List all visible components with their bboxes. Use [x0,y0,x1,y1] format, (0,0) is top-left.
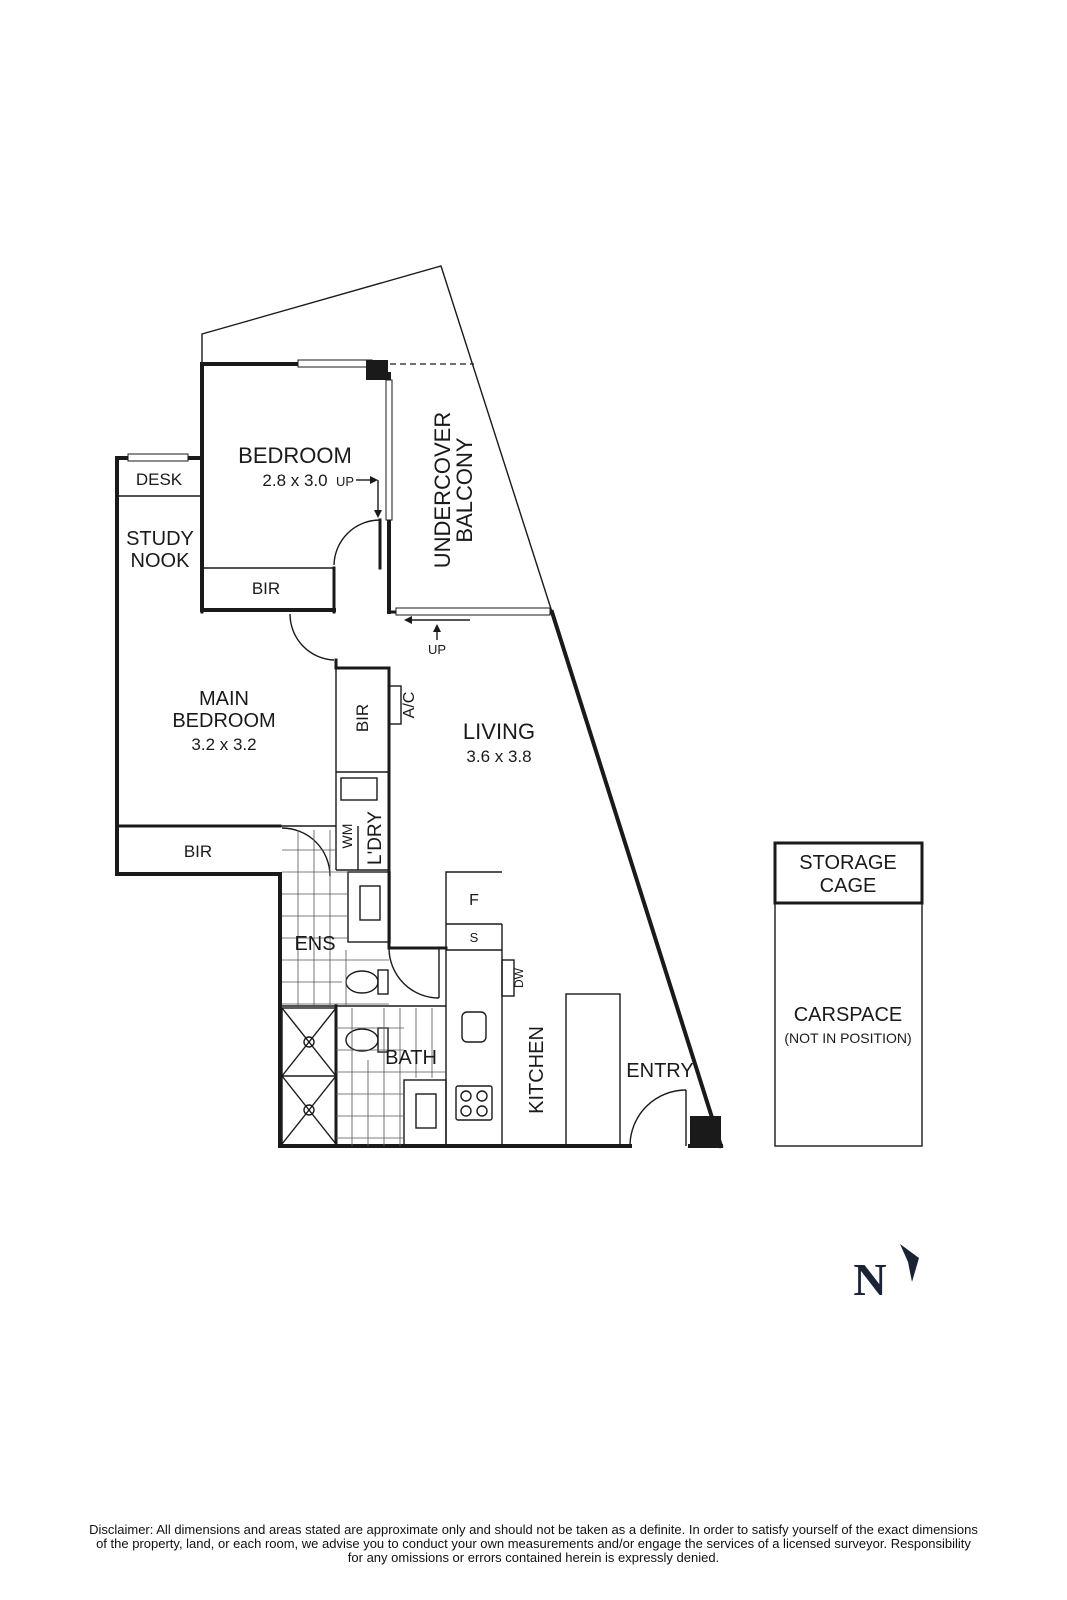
column [690,1116,721,1146]
label-up-living: UP [428,642,446,657]
label-ac: A/C [401,692,418,719]
room-dims-bedroom: 2.8 x 3.0 [262,471,327,490]
compass: N [853,1244,919,1305]
label-storage-2: CAGE [820,875,877,897]
room-label-study-nook-1: STUDY [126,528,194,550]
label-up-bedroom: UP [336,474,354,489]
label-bir-living: BIR [353,704,372,732]
room-dims-living: 3.6 x 3.8 [466,747,531,766]
room-label-main-bedroom-1: MAIN [199,688,249,710]
disclaimer-line-1: Disclaimer: All dimensions and areas sta… [89,1522,978,1537]
compass-letter: N [853,1254,886,1305]
label-sink: S [470,930,479,945]
disclaimer: Disclaimer: All dimensions and areas sta… [10,1523,1057,1565]
storage-carspace [773,841,924,1147]
disclaimer-line-3: for any omissions or errors contained he… [347,1550,720,1565]
label-bir-main: BIR [184,842,212,861]
room-label-kitchen: KITCHEN [526,1026,548,1114]
windows [127,359,551,616]
room-label-main-bedroom-2: BEDROOM [172,710,275,732]
label-wm: WM [339,824,355,849]
label-fridge: F [469,892,479,909]
room-label-bath: BATH [385,1047,437,1069]
interior-walls [115,456,687,1148]
label-storage-1: STORAGE [799,852,896,874]
label-desk: DESK [136,470,183,489]
label-dishwasher: DW [512,967,526,988]
room-dims-main-bedroom: 3.2 x 3.2 [191,735,256,754]
room-label-ensuite: ENS [294,933,335,955]
label-bir-bedroom: BIR [252,579,280,598]
ensuite-tiles [282,830,446,1146]
label-carspace: CARSPACE [794,1004,903,1026]
room-label-living: LIVING [463,719,535,744]
label-carspace-note: (NOT IN POSITION) [784,1030,911,1046]
north-arrow-icon [900,1244,919,1282]
room-label-bedroom: BEDROOM [238,443,352,468]
stair-arrows [356,476,470,640]
disclaimer-line-2: of the property, land, or each room, we … [96,1536,971,1551]
column [366,360,388,380]
room-label-balcony-1: UNDERCOVER [430,412,455,568]
room-label-entry: ENTRY [626,1060,693,1082]
label-laundry: L'DRY [365,811,386,865]
room-label-balcony-2: BALCONY [452,437,477,542]
room-label-study-nook-2: NOOK [131,550,191,572]
